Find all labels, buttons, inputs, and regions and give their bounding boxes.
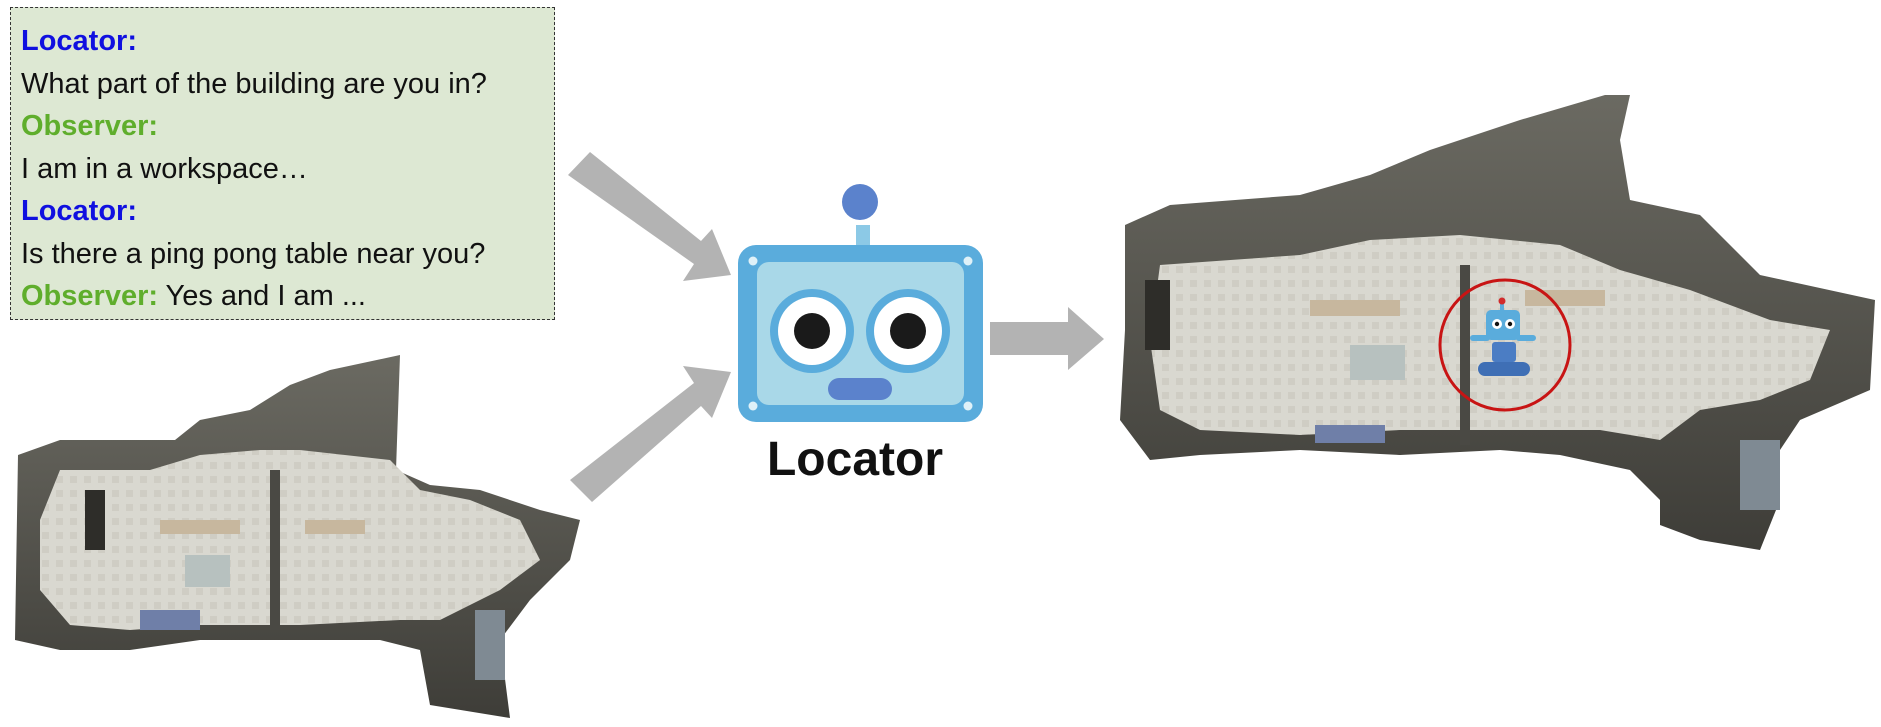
observer-speaker-label: Observer:: [21, 110, 159, 142]
arrow-map-to-locator: [570, 366, 731, 502]
locator-speaker-label: Locator:: [21, 25, 137, 57]
dialog-turn: Is there a ping pong table near you?: [21, 233, 544, 276]
locator-agent-label: Locator: [766, 433, 943, 486]
dialog-turn: Locator:: [21, 190, 544, 233]
observer-speaker-label: Observer:: [21, 280, 159, 312]
dialog-turn: Observer:: [21, 105, 544, 148]
locator-question: What part of the building are you in?: [21, 67, 487, 100]
arrow-dialog-to-locator: [568, 152, 731, 281]
input-floorplan-map: [15, 355, 580, 718]
dialog-turn: Observer: Yes and I am ...: [21, 275, 544, 318]
dialog-turn: I am in a workspace…: [21, 148, 544, 191]
dialog-turn: Locator:: [21, 20, 544, 63]
dialog-turn: What part of the building are you in?: [21, 63, 544, 106]
dialog-box: Locator: What part of the building are y…: [10, 7, 555, 320]
locator-question: Is there a ping pong table near you?: [21, 237, 486, 270]
robot-icon: [738, 184, 983, 422]
location-circle-icon: [1438, 278, 1572, 412]
arrow-locator-to-output: [990, 307, 1104, 370]
locator-speaker-label: Locator:: [21, 195, 137, 227]
observer-answer: I am in a workspace…: [21, 152, 308, 185]
observer-answer: Yes and I am ...: [158, 280, 366, 312]
